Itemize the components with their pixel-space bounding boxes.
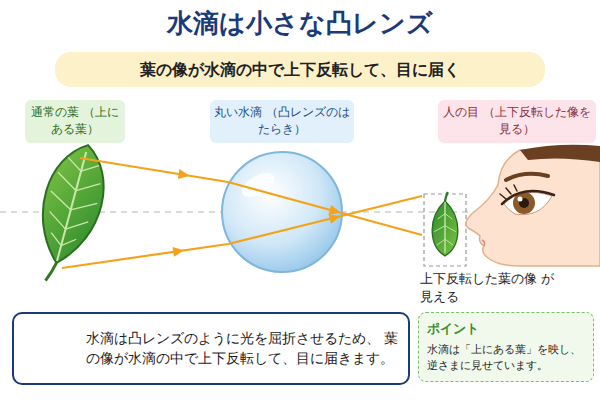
point-heading: ポイント	[427, 320, 585, 339]
subtitle-band: 葉の像が水滴の中で上下反転して、目に届く	[55, 52, 545, 87]
inverted-leaf	[432, 192, 458, 256]
node-text: 通常の葉 （上にある葉）	[29, 104, 121, 139]
label-box: 丸い水滴 （凸レンズのはたらき）	[210, 100, 354, 143]
image-frame	[424, 194, 466, 266]
node-text: 丸い水滴 （凸レンズのはたらき）	[214, 104, 350, 139]
label-box: 通常の葉 （上にある葉）	[25, 100, 125, 143]
title: 水滴は小さな凸レンズ	[0, 6, 600, 40]
node-text: 人の目 （上下反転した像を見る）	[442, 104, 592, 139]
light-rays	[62, 158, 422, 268]
label-box: 人の目 （上下反転した像を見る）	[438, 100, 596, 143]
node-text: 水滴は「上にある葉」を映し、 逆さまに見せています。	[427, 342, 585, 374]
node-text: 水滴は凸レンズのように光を屈折させるため、 葉の像が水滴の中で上下反転して、目に…	[86, 328, 400, 369]
arrowhead	[173, 245, 185, 256]
image-caption: 上下反転した葉の像 が見える	[420, 270, 560, 305]
summary-box: 水滴は凸レンズのように光を屈折させるため、 葉の像が水滴の中で上下反転して、目に…	[12, 312, 410, 385]
arrowhead	[178, 169, 190, 181]
point-box: ポイント水滴は「上にある葉」を映し、 逆さまに見せています。	[418, 312, 594, 382]
light-ray	[80, 158, 422, 235]
water-drop	[222, 152, 342, 272]
node-text: 葉の像が水滴の中で上下反転して、目に届く	[65, 58, 535, 81]
human-eye	[466, 145, 600, 266]
arrowhead	[329, 211, 342, 223]
light-ray	[62, 196, 422, 268]
